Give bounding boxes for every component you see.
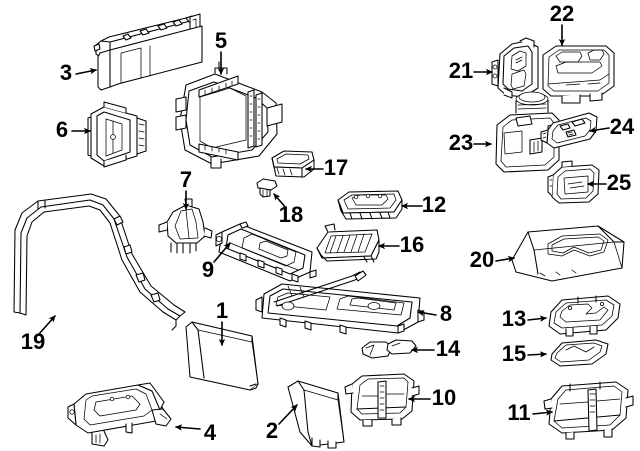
callout-18-arrow bbox=[273, 193, 287, 209]
part-control-module bbox=[87, 101, 147, 168]
callout-23-label: 23 bbox=[449, 130, 473, 155]
part-cup-holder-bezel bbox=[548, 295, 621, 337]
part-seat-heater-switch-assembly bbox=[542, 45, 615, 104]
part-console-front-panel bbox=[185, 321, 259, 391]
callout-18-label: 18 bbox=[279, 202, 303, 227]
callout-group: 1 2 3 4 5 6 7 8 bbox=[21, 1, 635, 445]
part-auxiliary-switch bbox=[547, 160, 600, 204]
callout-12: 12 bbox=[401, 192, 446, 217]
callout-7-label: 7 bbox=[180, 167, 192, 192]
callout-18: 18 bbox=[273, 193, 303, 227]
callout-14: 14 bbox=[411, 336, 461, 361]
part-shift-lever-boot-retainer bbox=[158, 198, 213, 254]
callout-11-arrow bbox=[532, 409, 553, 416]
callout-1: 1 bbox=[216, 298, 228, 346]
callout-4-label: 4 bbox=[204, 420, 217, 445]
callout-20-arrow bbox=[495, 255, 515, 263]
callout-21-label: 21 bbox=[449, 58, 473, 83]
part-console-mounting-bracket bbox=[67, 382, 172, 447]
callout-22: 22 bbox=[550, 1, 574, 46]
callout-16-label: 16 bbox=[400, 232, 424, 257]
callout-24: 24 bbox=[589, 114, 635, 139]
part-console-side-weatherstrip bbox=[13, 193, 186, 331]
callout-19: 19 bbox=[21, 315, 56, 354]
callout-13-label: 13 bbox=[502, 306, 526, 331]
callout-8: 8 bbox=[417, 301, 452, 326]
callout-10-label: 10 bbox=[432, 385, 456, 410]
callout-13: 13 bbox=[502, 306, 547, 331]
callout-3: 3 bbox=[60, 60, 97, 85]
callout-9-arrow bbox=[213, 242, 231, 263]
callout-14-label: 14 bbox=[436, 336, 461, 361]
callout-2-label: 2 bbox=[266, 418, 278, 443]
callout-22-label: 22 bbox=[550, 1, 574, 26]
part-multifunction-switch bbox=[491, 37, 539, 99]
part-shift-panel-frame bbox=[215, 221, 317, 283]
callout-12-label: 12 bbox=[422, 192, 446, 217]
part-console-storage-box bbox=[344, 373, 420, 427]
part-power-outlet-usb-port bbox=[540, 112, 598, 149]
callout-11: 11 bbox=[507, 400, 553, 425]
callout-8-arrow bbox=[417, 309, 437, 317]
part-cup-holder-divider-flaps bbox=[361, 339, 417, 359]
callout-16: 16 bbox=[378, 232, 424, 257]
callout-20-label: 20 bbox=[470, 247, 494, 272]
callout-19-label: 19 bbox=[21, 329, 45, 354]
callout-25-label: 25 bbox=[607, 170, 631, 195]
callout-4-arrow bbox=[175, 424, 201, 431]
callout-7: 7 bbox=[180, 167, 192, 210]
callout-24-arrow bbox=[589, 126, 610, 134]
part-console-lower-trim bbox=[287, 380, 345, 449]
callout-2: 2 bbox=[266, 404, 298, 443]
callout-20: 20 bbox=[470, 247, 515, 272]
callout-6-label: 6 bbox=[56, 117, 68, 142]
part-cup-holder-mat bbox=[550, 339, 609, 367]
callout-9: 9 bbox=[202, 242, 231, 282]
callout-17: 17 bbox=[305, 155, 348, 180]
part-small-storage-tray bbox=[271, 150, 315, 178]
callout-10: 10 bbox=[408, 385, 456, 410]
callout-6: 6 bbox=[56, 117, 91, 142]
part-console-upper-panel-assembly bbox=[255, 270, 425, 335]
callout-21: 21 bbox=[449, 58, 493, 83]
callout-3-arrow bbox=[75, 68, 97, 75]
part-console-upper-trim-bezel bbox=[337, 190, 403, 220]
callout-3-label: 3 bbox=[60, 60, 72, 85]
part-console-tray-insert bbox=[316, 223, 380, 263]
callout-15: 15 bbox=[502, 341, 547, 366]
callout-4: 4 bbox=[175, 420, 217, 445]
callout-19-arrow bbox=[38, 315, 56, 335]
callout-15-arrow bbox=[527, 351, 547, 358]
part-cup-holder-insert-box bbox=[543, 381, 634, 440]
callout-24-label: 24 bbox=[610, 114, 635, 139]
callout-5: 5 bbox=[215, 28, 227, 75]
part-control-module-bracket bbox=[93, 13, 203, 91]
callout-11-label: 11 bbox=[507, 400, 530, 425]
callout-9-label: 9 bbox=[202, 257, 214, 282]
callout-13-arrow bbox=[527, 315, 547, 322]
callout-2-arrow bbox=[278, 404, 298, 425]
callout-17-label: 17 bbox=[324, 155, 348, 180]
part-console-upper-retainer bbox=[175, 61, 283, 169]
callout-1-label: 1 bbox=[216, 298, 228, 323]
callout-15-label: 15 bbox=[502, 341, 526, 366]
callout-23: 23 bbox=[449, 130, 492, 155]
part-retainer-clip bbox=[256, 178, 278, 198]
part-armrest-lid bbox=[511, 225, 625, 282]
callout-5-label: 5 bbox=[215, 28, 227, 53]
callout-8-label: 8 bbox=[440, 301, 452, 326]
callout-25: 25 bbox=[587, 170, 631, 195]
